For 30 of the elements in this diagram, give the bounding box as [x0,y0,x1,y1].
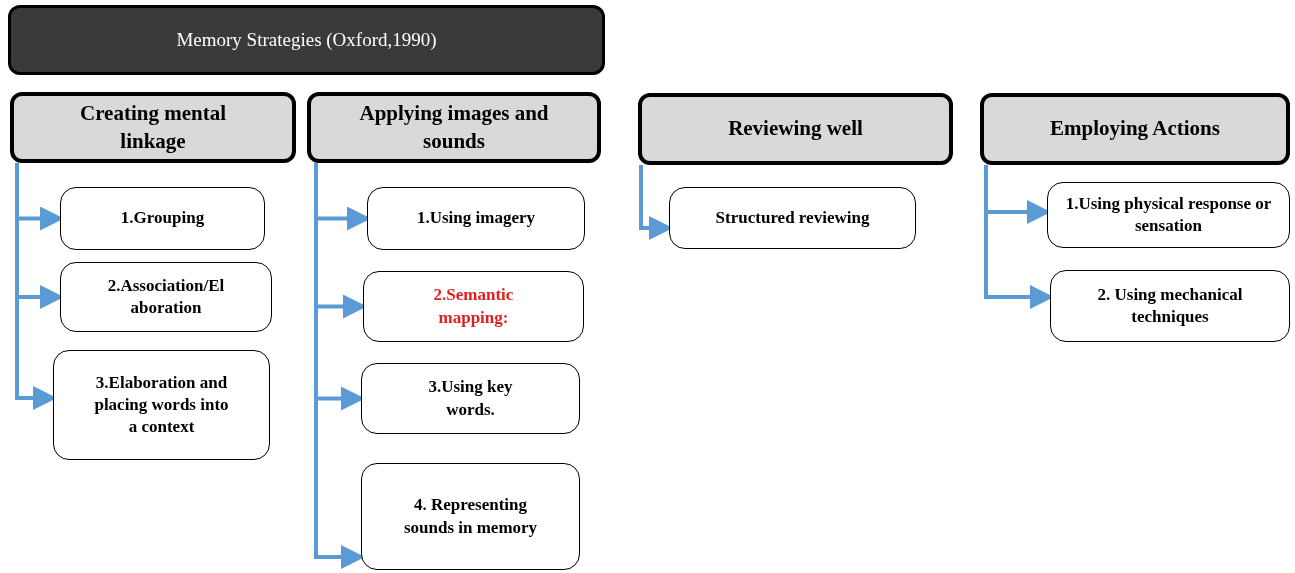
box-text: 4. Representing sounds in memory [402,494,539,539]
title-box [8,5,605,75]
category-box [638,93,953,165]
strategy-box [60,187,265,250]
box-text: Applying images and sounds [358,100,550,155]
category-box [307,92,601,163]
strategy-box [1047,182,1290,248]
box-text: 1.Using imagery [416,207,535,230]
strategy-box [60,262,272,332]
box-text: 2. Using mechanical techniques [1096,283,1244,328]
box-text: Creating mental linkage [79,100,227,155]
category-box [10,92,296,163]
box-text: Employing Actions [1050,115,1220,143]
strategy-box [361,463,580,570]
category-box [980,93,1290,165]
box-text: 3.Elaboration and placing words into a context [94,371,229,439]
strategy-box [669,187,916,249]
box-text: 1.Grouping [120,207,205,230]
strategy-box [367,187,585,250]
box-text: 1.Using physical response or sensation [1064,192,1273,237]
box-text: 3.Using key words. [427,376,514,421]
box-text: Reviewing well [728,115,863,143]
strategy-box [53,350,270,460]
box-text: 2.Semantic mapping: [432,284,515,329]
box-text: Structured reviewing [715,206,870,229]
box-text: Memory Strategies (Oxford,1990) [176,27,437,52]
box-text: 2.Association/El aboration [106,274,226,319]
strategy-box [361,363,580,434]
strategy-box [1050,270,1290,342]
strategy-box [363,271,584,342]
